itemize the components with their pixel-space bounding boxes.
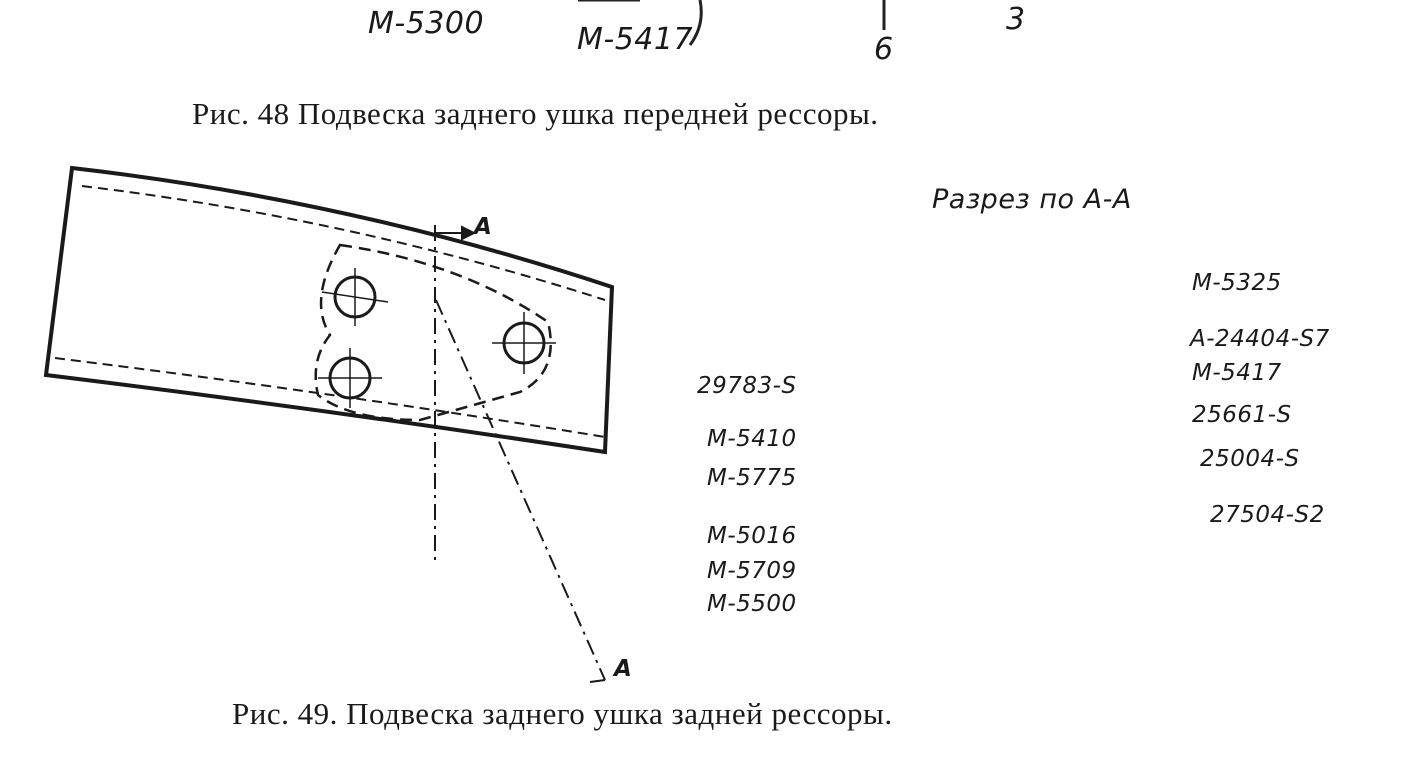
section-marker-a-top: A xyxy=(474,214,493,240)
label-a24404-s7: A-24404-S7 xyxy=(1190,326,1330,352)
label-m5709: M-5709 xyxy=(707,558,797,584)
hole-centerlines xyxy=(318,268,556,408)
label-m5417-top: M-5417 xyxy=(577,22,694,57)
label-m5325: M-5325 xyxy=(1192,270,1282,296)
label-25661-s: 25661-S xyxy=(1192,402,1292,428)
caption-figure-48: Рис. 48 Подвеска заднего ушка передней р… xyxy=(192,96,879,131)
top-fragment-lines xyxy=(578,0,886,46)
section-marker-a-bottom: A xyxy=(614,656,633,682)
label-29783-s: 29783-S xyxy=(697,373,797,399)
label-number-3: 3 xyxy=(1006,2,1026,37)
label-number-6: 6 xyxy=(874,32,894,67)
label-m5500: M-5500 xyxy=(707,591,797,617)
label-m5417: M-5417 xyxy=(1192,360,1282,386)
label-25004-s: 25004-S xyxy=(1200,446,1300,472)
label-m5775: M-5775 xyxy=(707,465,797,491)
label-27504-s2: 27504-S2 xyxy=(1210,502,1325,528)
frame-beam xyxy=(43,165,615,455)
label-m5016: M-5016 xyxy=(707,523,797,549)
label-m5410: M-5410 xyxy=(707,426,797,452)
caption-figure-49: Рис. 49. Подвеска заднего ушка задней ре… xyxy=(232,696,893,731)
section-line-a-a xyxy=(434,225,606,683)
section-title: Разрез по А-А xyxy=(932,184,1132,215)
label-m5300: M-5300 xyxy=(368,6,485,41)
